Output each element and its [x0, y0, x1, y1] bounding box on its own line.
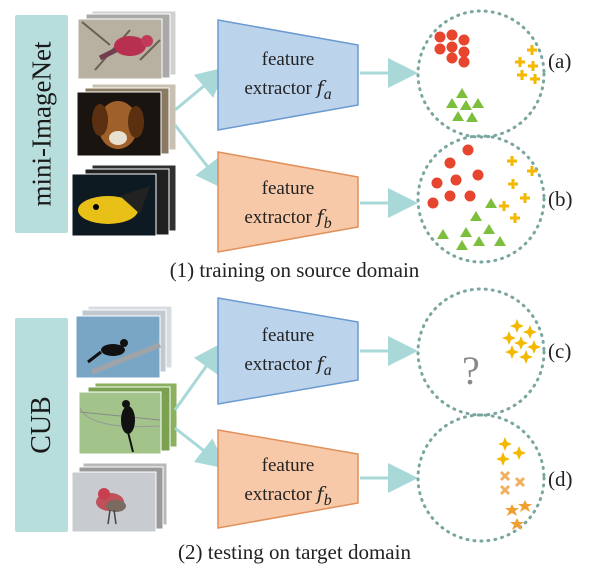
extractor-word2: extractor — [244, 354, 312, 375]
extractor-fa-target — [217, 297, 359, 405]
cluster-b-green-triangles — [437, 198, 506, 250]
extractor-symbol: f — [316, 353, 324, 375]
arrow-target-to-fa — [173, 342, 224, 411]
feature-space-d — [416, 413, 546, 543]
extractor-sub: b — [323, 214, 332, 232]
extractor-sub: a — [323, 85, 332, 103]
extractor-sub: a — [323, 361, 332, 379]
source-image-stack-bird — [77, 10, 177, 80]
extractor-symbol: f — [316, 483, 324, 505]
source-domain-box: mini-ImageNet — [15, 15, 68, 233]
extractor-word: feature — [261, 178, 315, 199]
panel-label-a: (a) — [548, 49, 572, 73]
cluster-d-orange-xmarks — [499, 470, 526, 496]
caption-target: (2) testing on target domain — [178, 540, 411, 564]
extractor-sub: b — [323, 491, 332, 509]
target-image-stack-1 — [75, 305, 173, 379]
arrow-target-to-fb — [174, 426, 227, 469]
feature-space-a — [416, 9, 546, 139]
extractor-fa-source-label: feature extractor fa — [228, 46, 348, 109]
cluster-d-yellow-stars — [496, 437, 526, 466]
target-image-stack-2 — [78, 382, 178, 455]
extractor-word2: extractor — [244, 207, 312, 228]
extractor-word2: extractor — [244, 484, 312, 505]
cluster-d-orange-stars — [505, 500, 532, 530]
cluster-b-yellow-crosses — [499, 156, 537, 223]
extractor-word: feature — [261, 455, 315, 476]
extractor-word: feature — [261, 325, 315, 346]
caption-source: (1) training on source domain — [169, 258, 420, 282]
extractor-fb-target-label: feature extractor fb — [228, 452, 348, 515]
target-domain-box: CUB — [15, 318, 68, 532]
extractor-symbol: f — [316, 77, 324, 99]
source-image-stack-dog — [76, 83, 177, 157]
extractor-symbol: f — [316, 206, 324, 228]
panel-label-c: (c) — [548, 339, 572, 363]
source-image-stack-fish — [71, 164, 177, 237]
feature-space-b — [416, 134, 546, 264]
cluster-a-red-circles — [434, 29, 470, 68]
target-image-stack-3 — [71, 462, 168, 533]
panel-label-d: (d) — [548, 467, 573, 491]
extractor-fa-target-label: feature extractor fa — [228, 322, 348, 385]
cluster-c-yellow-stars — [502, 319, 541, 364]
extractor-fa-source — [217, 19, 359, 131]
panel-label-b: (b) — [548, 187, 573, 211]
cluster-b-red-circles — [427, 144, 484, 209]
unknown-question-mark: ? — [462, 348, 480, 393]
arrow-source-to-fb — [173, 124, 226, 190]
extractor-word2: extractor — [244, 78, 312, 99]
cluster-a-green-triangles — [446, 88, 484, 122]
feature-space-c — [416, 287, 546, 417]
extractor-fb-source — [217, 151, 359, 253]
extractor-fb-target — [217, 429, 359, 529]
extractor-fb-source-label: feature extractor fb — [228, 175, 348, 238]
cluster-a-yellow-crosses — [515, 45, 540, 84]
arrow-source-to-fa — [174, 67, 227, 112]
extractor-word: feature — [261, 49, 315, 70]
